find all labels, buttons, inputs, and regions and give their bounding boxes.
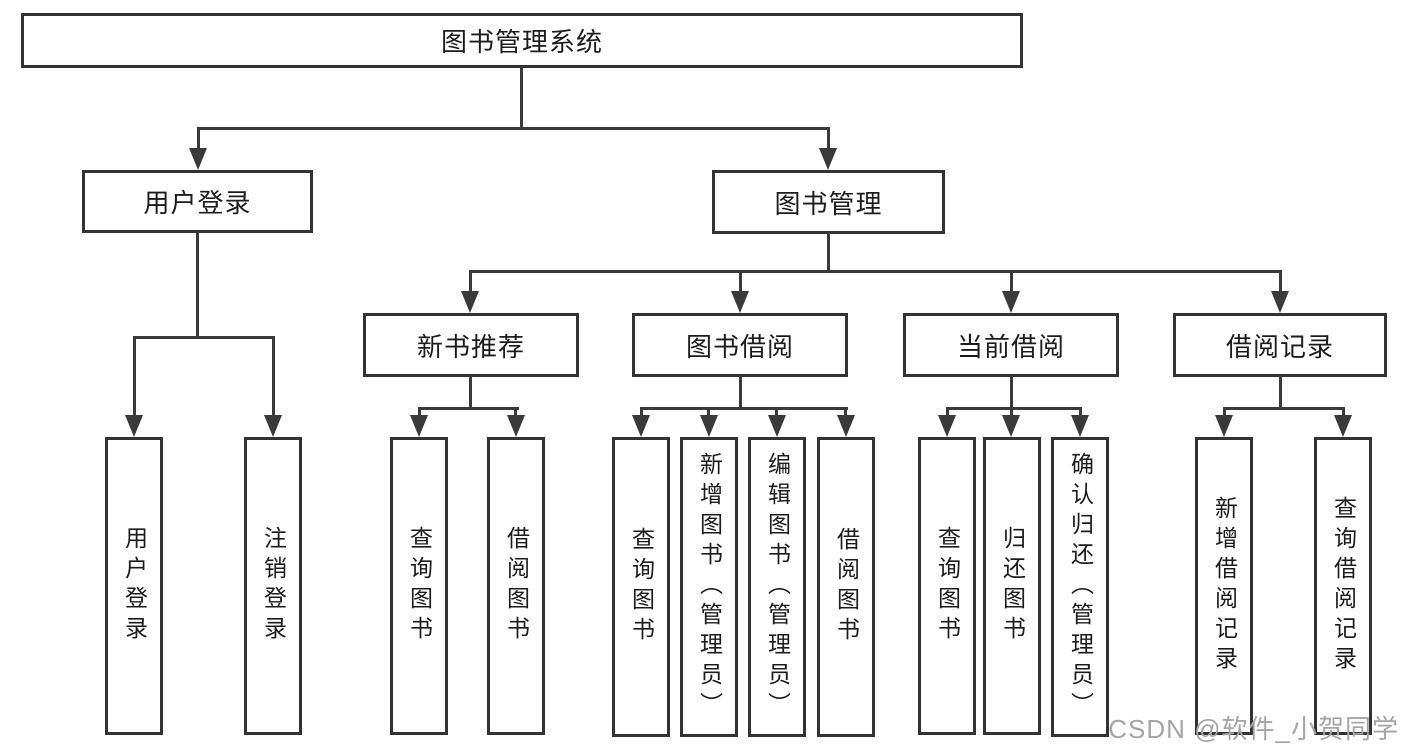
leaf-confirm-return-admin: 确认归还（管理员）	[1051, 437, 1109, 737]
leaf-add-borrow-record: 新增借阅记录	[1195, 437, 1253, 735]
connector-line	[739, 270, 742, 294]
arrow-down-icon	[1271, 291, 1289, 313]
node-new-book-recommend: 新书推荐	[363, 313, 579, 377]
connector-line	[197, 127, 830, 130]
connector-line	[707, 407, 710, 419]
connector-line	[1223, 407, 1226, 419]
connector-line	[640, 407, 848, 410]
arrow-down-icon	[410, 415, 428, 437]
connector-line	[1279, 376, 1282, 410]
connector-line	[469, 376, 472, 410]
leaf-return-book: 归还图书	[983, 437, 1041, 735]
connector-line	[469, 270, 1282, 273]
connector-line	[640, 407, 643, 419]
connector-line	[1010, 270, 1013, 294]
leaf-borrow-book-1: 借阅图书	[487, 437, 545, 735]
arrow-down-icon	[125, 415, 143, 437]
leaf-borrow-book-2: 借阅图书	[817, 437, 875, 737]
connector-line	[1342, 407, 1345, 419]
leaf-user-login: 用户登录	[105, 437, 163, 735]
arrow-down-icon	[1002, 291, 1020, 313]
connector-line	[469, 270, 472, 294]
node-user-login: 用户登录	[82, 170, 313, 233]
connector-line	[418, 407, 519, 410]
connector-line	[775, 407, 778, 419]
arrow-down-icon	[731, 291, 749, 313]
connector-line	[1223, 407, 1345, 410]
arrow-down-icon	[1334, 415, 1352, 437]
arrow-down-icon	[189, 148, 207, 170]
arrow-down-icon	[632, 415, 650, 437]
arrow-down-icon	[507, 415, 525, 437]
connector-line	[418, 407, 421, 419]
arrow-down-icon	[768, 415, 786, 437]
connector-line	[1279, 270, 1282, 294]
arrow-down-icon	[1002, 415, 1020, 437]
arrow-down-icon	[461, 291, 479, 313]
connector-line	[272, 336, 275, 418]
arrow-down-icon	[819, 148, 837, 170]
connector-line	[514, 407, 517, 419]
connector-line	[739, 376, 742, 410]
leaf-query-book-1: 查询图书	[390, 437, 448, 735]
node-book-borrow: 图书借阅	[632, 313, 848, 377]
leaf-add-book-admin: 新增图书（管理员）	[680, 437, 738, 737]
arrow-down-icon	[1071, 415, 1089, 437]
connector-line	[196, 231, 199, 339]
node-borrow-records: 借阅记录	[1173, 313, 1387, 377]
connector-line	[1010, 407, 1013, 419]
connector-line	[844, 407, 847, 419]
connector-line	[1079, 407, 1082, 419]
watermark: CSDN @软件_小贺同学	[1108, 714, 1399, 744]
leaf-query-borrow-record: 查询借阅记录	[1314, 437, 1372, 735]
leaf-query-book-2: 查询图书	[612, 437, 670, 737]
connector-line	[133, 336, 275, 339]
connector-line	[946, 407, 949, 419]
connector-line	[133, 336, 136, 418]
node-current-borrow: 当前借阅	[903, 313, 1119, 377]
connector-line	[946, 407, 1082, 410]
arrow-down-icon	[1215, 415, 1233, 437]
connector-line	[1010, 376, 1013, 410]
leaf-logout: 注销登录	[244, 437, 302, 735]
arrow-down-icon	[938, 415, 956, 437]
connector-line	[827, 232, 830, 273]
leaf-edit-book-admin: 编辑图书（管理员）	[748, 437, 806, 737]
node-book-management: 图书管理	[712, 170, 945, 234]
arrow-down-icon	[264, 415, 282, 437]
node-root: 图书管理系统	[21, 13, 1023, 68]
leaf-query-book-3: 查询图书	[918, 437, 976, 735]
connector-line	[197, 127, 200, 155]
connector-line	[520, 66, 523, 130]
arrow-down-icon	[700, 415, 718, 437]
connector-line	[827, 127, 830, 155]
arrow-down-icon	[837, 415, 855, 437]
